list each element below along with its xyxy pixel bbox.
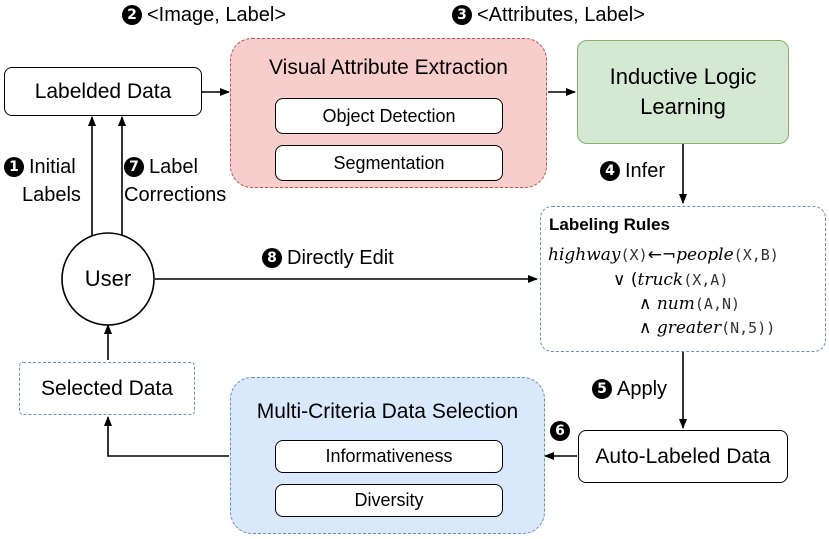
arrow-selection-to-selected — [104, 416, 229, 457]
labeling-rules-node: Labeling Rules highway(X)←¬people(X,B) ∨… — [540, 206, 826, 352]
rule-line-1: highway(X)←¬people(X,B) — [548, 245, 779, 265]
multi-criteria-title: Multi-Criteria Data Selection — [256, 400, 519, 423]
step-8-marker: 8 — [262, 248, 282, 268]
step-1-marker: 1 — [4, 157, 24, 177]
step-2-marker: 2 — [122, 5, 142, 25]
user-node — [61, 232, 155, 326]
rule-line-4: ∧ greater(N,5)) — [639, 318, 776, 338]
segmentation-box: Segmentation — [275, 145, 503, 181]
object-detection-box: Object Detection — [275, 98, 503, 134]
step-7-marker: 7 — [124, 157, 144, 177]
visual-attribute-extraction-group: Visual Attribute Extraction Object Detec… — [230, 38, 547, 188]
informativeness-box: Informativeness — [275, 440, 503, 473]
step-3-marker: 3 — [452, 5, 472, 25]
ilp-line-1: Inductive Logic — [609, 64, 757, 89]
ilp-line-2: Learning — [640, 94, 726, 119]
labeled-data-node: Labelded Data — [4, 67, 202, 116]
step-5-marker: 5 — [592, 379, 612, 399]
auto-labeled-data-node: Auto-Labeled Data — [578, 430, 788, 483]
inductive-logic-learning-node: Inductive Logic Learning — [577, 40, 789, 144]
multi-criteria-selection-group: Multi-Criteria Data Selection Informativ… — [230, 377, 545, 534]
visual-attribute-extraction-title: Visual Attribute Extraction — [269, 56, 508, 79]
step-6-marker: 6 — [550, 421, 570, 441]
diversity-box: Diversity — [275, 484, 503, 517]
selected-data-node: Selected Data — [19, 362, 195, 415]
step-3-label: 3<Attributes, Label> — [452, 4, 645, 27]
step-6-label: 6 — [550, 420, 575, 443]
labeling-rules-title: Labeling Rules — [549, 215, 670, 234]
user-label: User — [84, 266, 132, 291]
step-2-label: 2<Image, Label> — [122, 4, 286, 27]
step-4-marker: 4 — [600, 161, 620, 181]
rule-line-3: ∧ num(A,N) — [639, 294, 741, 314]
rule-line-2: ∨ (truck(X,A) — [613, 270, 729, 290]
